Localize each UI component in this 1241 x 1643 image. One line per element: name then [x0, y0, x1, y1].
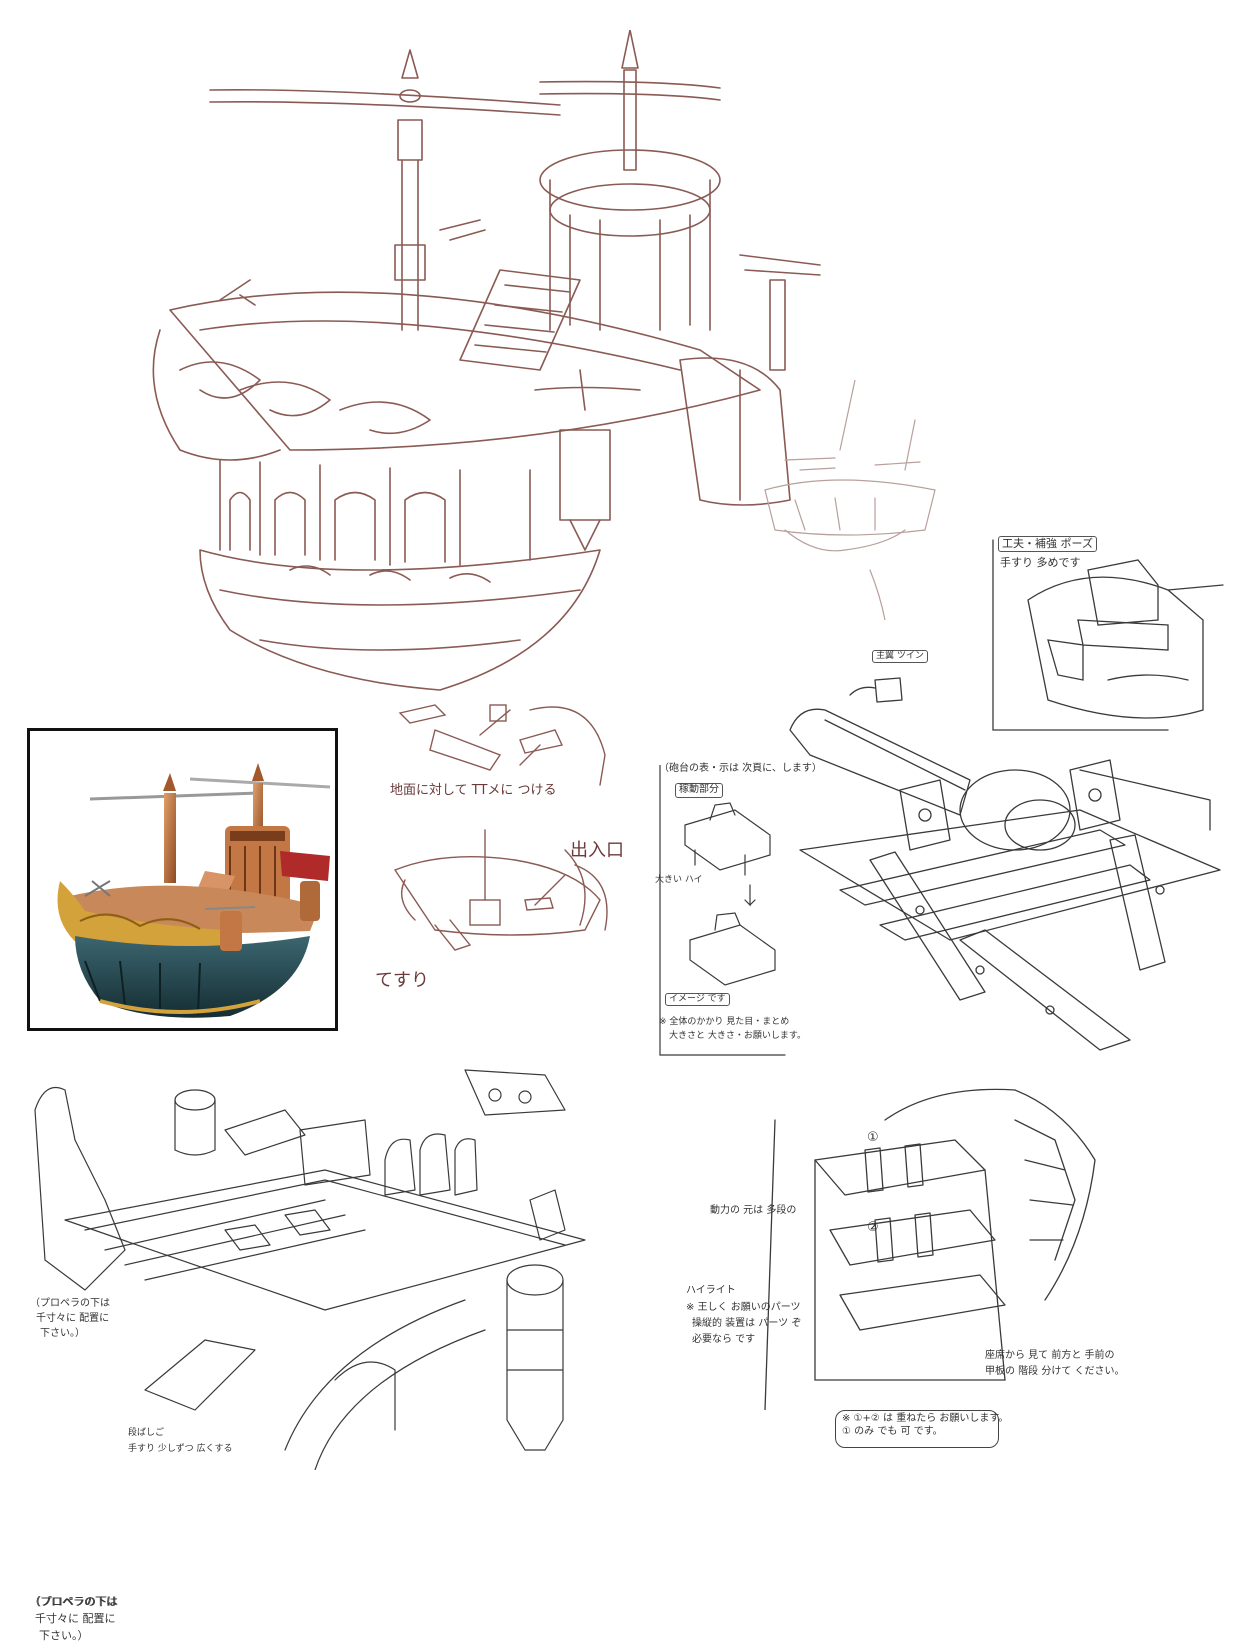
annotation-railing: てすり: [375, 970, 429, 991]
annotation-propeller-note-3: 下さい。）: [40, 1328, 85, 1339]
annotation-br-note-3: ※ 王しく お願いのパーツ: [686, 1302, 801, 1313]
annotation-circle-2: ②: [867, 1220, 879, 1235]
annotation-bl-note-2: 千寸々に 配置に: [35, 1612, 116, 1625]
annotation-bl-note-3: 下さい。）: [39, 1629, 89, 1642]
annotation-entrance: 出入口: [570, 840, 624, 861]
annotation-top-right-note: 手すり 多めです: [1000, 556, 1081, 569]
propeller-detail-sketch: 地面に対して TTメに つける: [390, 695, 650, 805]
cannon-main-sketch: 主翼 ツイン: [780, 640, 1230, 1060]
annotation-circle-1: ①: [867, 1130, 879, 1145]
annotation-footer-1: ※ ①+② は 重ねたら お願いします。: [842, 1413, 1009, 1424]
cockpit-sketch: ① ②: [755, 1080, 1110, 1410]
annotation-br-note-5: 必要なら です: [692, 1334, 756, 1345]
annotation-propeller-note-2: 千寸々に 配置に: [36, 1313, 110, 1324]
annotation-cannon-tag: 稼動部分: [675, 783, 723, 798]
annotation-top-right-tag: 工夫・補強 ポーズ: [998, 536, 1097, 552]
annotation-br-note-1: 動力の 元は 多段の: [710, 1205, 797, 1216]
annotation-cannon-note-2: 大きさと 大きさ・お願いします。: [669, 1031, 806, 1041]
annotation-br-note-2: ハイライト: [686, 1285, 736, 1296]
annotation-br-note-6: 座席から 見て 前方と 手前の: [985, 1350, 1115, 1361]
annotation-bl-note-1: （プロペラの下は: [29, 1595, 117, 1608]
deck-layout-sketch: （プロペラの下は （プロペラの下は 千寸々に 配置に 下さい。）: [25, 1050, 630, 1642]
annotation-small-tag: 主翼 ツイン: [872, 650, 928, 664]
rendered-airship-frame: [27, 728, 338, 1031]
annotation-cannon-title: （砲台の表・示は 次頁に、します）: [659, 763, 822, 774]
annotation-propeller-note-1: （プロペラの下は: [30, 1298, 110, 1309]
small-airship-sketch: [755, 380, 955, 620]
annotation-cannon-side-1: 大きい ハイ: [655, 875, 703, 885]
annotation-handrail-note: 手すり 少しずつ 広くする: [128, 1444, 233, 1454]
annotation-cannon-note-1: ※ 全体のかかり 見た目・まとめ: [659, 1017, 790, 1027]
seat-detail-sketch: 工夫・補強 ポーズ 手すり 多めです: [988, 530, 1228, 750]
annotation-br-note-4: 操縦的 装置は パーツ ぞ: [692, 1318, 802, 1329]
annotation-footer-2: ① のみ でも 可 です。: [842, 1425, 943, 1437]
cockpit-footer-note: ※ ①+② は 重ねたら お願いします。 ① のみ でも 可 です。: [835, 1410, 1009, 1448]
annotation-ground-attach: 地面に対して TTメに つける: [390, 783, 557, 798]
annotation-br-note-7: 甲板の 階段 分けて ください。: [985, 1366, 1125, 1377]
main-airship-sketch: [140, 30, 830, 720]
cannon-step-sketches: （砲台の表・示は 次頁に、します） 稼動部分 大きい ハイ イメージ です ※ …: [655, 763, 822, 1060]
annotation-ladder-note: 段ばしご: [128, 1428, 165, 1438]
entrance-detail-sketch: 出入口 てすり: [375, 820, 625, 1000]
annotation-cannon-side-2: イメージ です: [665, 993, 730, 1007]
